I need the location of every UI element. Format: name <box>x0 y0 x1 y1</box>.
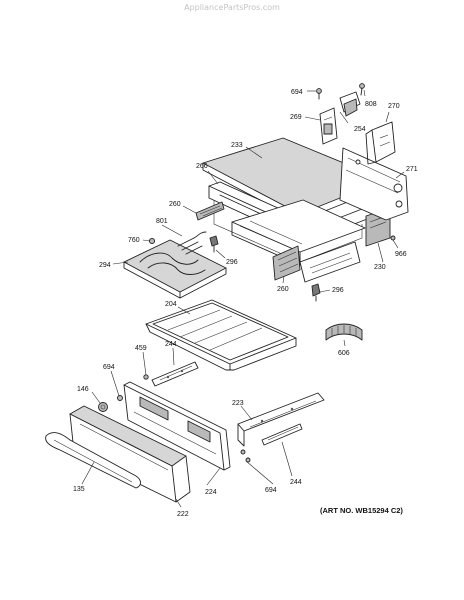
part-294-bake-element-tray[interactable] <box>123 239 227 299</box>
callout-296-upper: 296 <box>226 259 238 266</box>
callout-801: 801 <box>156 218 168 225</box>
part-269-bracket[interactable] <box>319 107 338 145</box>
callout-694-top: 694 <box>291 89 303 96</box>
callout-230: 230 <box>374 264 386 271</box>
part-inner-support[interactable] <box>231 199 366 283</box>
callout-760: 760 <box>128 237 140 244</box>
callout-labels: 694 808 270 269 254 233 271 266 260 801 … <box>73 89 418 518</box>
part-260-lower-shield[interactable] <box>272 245 301 281</box>
watermark: AppliancePartsPros.com <box>184 3 280 12</box>
part-801-wire-harness[interactable] <box>177 231 207 255</box>
callout-269: 269 <box>290 114 302 121</box>
part-271-rear-panel[interactable] <box>339 147 409 221</box>
art-number: (ART NO. WB15294 C2) <box>320 506 403 515</box>
part-146-end-cap[interactable] <box>98 402 108 412</box>
part-760-clip[interactable] <box>148 237 156 245</box>
part-204-drawer-pan[interactable] <box>145 299 297 371</box>
part-222-drawer-front[interactable] <box>69 405 191 503</box>
part-296-clip-lower[interactable] <box>311 283 321 302</box>
callout-222: 222 <box>177 511 189 518</box>
callout-966: 966 <box>395 251 407 258</box>
part-694-screw-top[interactable] <box>316 88 322 100</box>
callout-204: 204 <box>165 301 177 308</box>
part-135-handle[interactable] <box>45 432 141 489</box>
callout-146: 146 <box>77 386 89 393</box>
part-drawer-inner-panel[interactable] <box>123 381 231 471</box>
part-260-upper-shield[interactable] <box>195 201 225 221</box>
callout-260-upper: 260 <box>169 201 181 208</box>
callout-223: 223 <box>232 400 244 407</box>
callout-271: 271 <box>406 166 418 173</box>
callout-459: 459 <box>135 345 147 352</box>
leader-lines <box>81 89 405 508</box>
callout-254: 254 <box>354 126 366 133</box>
part-694-screws-bottom[interactable] <box>240 449 251 463</box>
part-606-gasket[interactable] <box>325 323 363 341</box>
part-459-stop[interactable] <box>143 374 149 380</box>
callout-294: 294 <box>99 262 111 269</box>
part-223-rail[interactable] <box>237 392 325 447</box>
callout-135: 135 <box>73 486 85 493</box>
callout-694-bottom: 694 <box>265 487 277 494</box>
callout-694-mid: 694 <box>103 364 115 371</box>
callout-296-lower: 296 <box>332 287 344 294</box>
callout-270: 270 <box>388 103 400 110</box>
part-254-bracket[interactable] <box>339 91 361 117</box>
part-244-slide-lower[interactable] <box>261 423 303 446</box>
part-694-screw-mid[interactable] <box>117 395 123 401</box>
callout-233: 233 <box>231 142 243 149</box>
callout-266: 266 <box>196 163 208 170</box>
part-270-bracket[interactable] <box>365 121 396 165</box>
part-244-slide-upper[interactable] <box>151 361 199 387</box>
callout-808: 808 <box>365 101 377 108</box>
callout-606: 606 <box>338 350 350 357</box>
part-966-screw[interactable] <box>390 235 396 241</box>
callout-260-lower: 260 <box>277 286 289 293</box>
callout-244-upper: 244 <box>165 341 177 348</box>
part-808-screw[interactable] <box>359 83 365 96</box>
callout-224: 224 <box>205 489 217 496</box>
callout-244-lower: 244 <box>290 479 302 486</box>
part-296-clip-upper[interactable] <box>209 235 219 253</box>
